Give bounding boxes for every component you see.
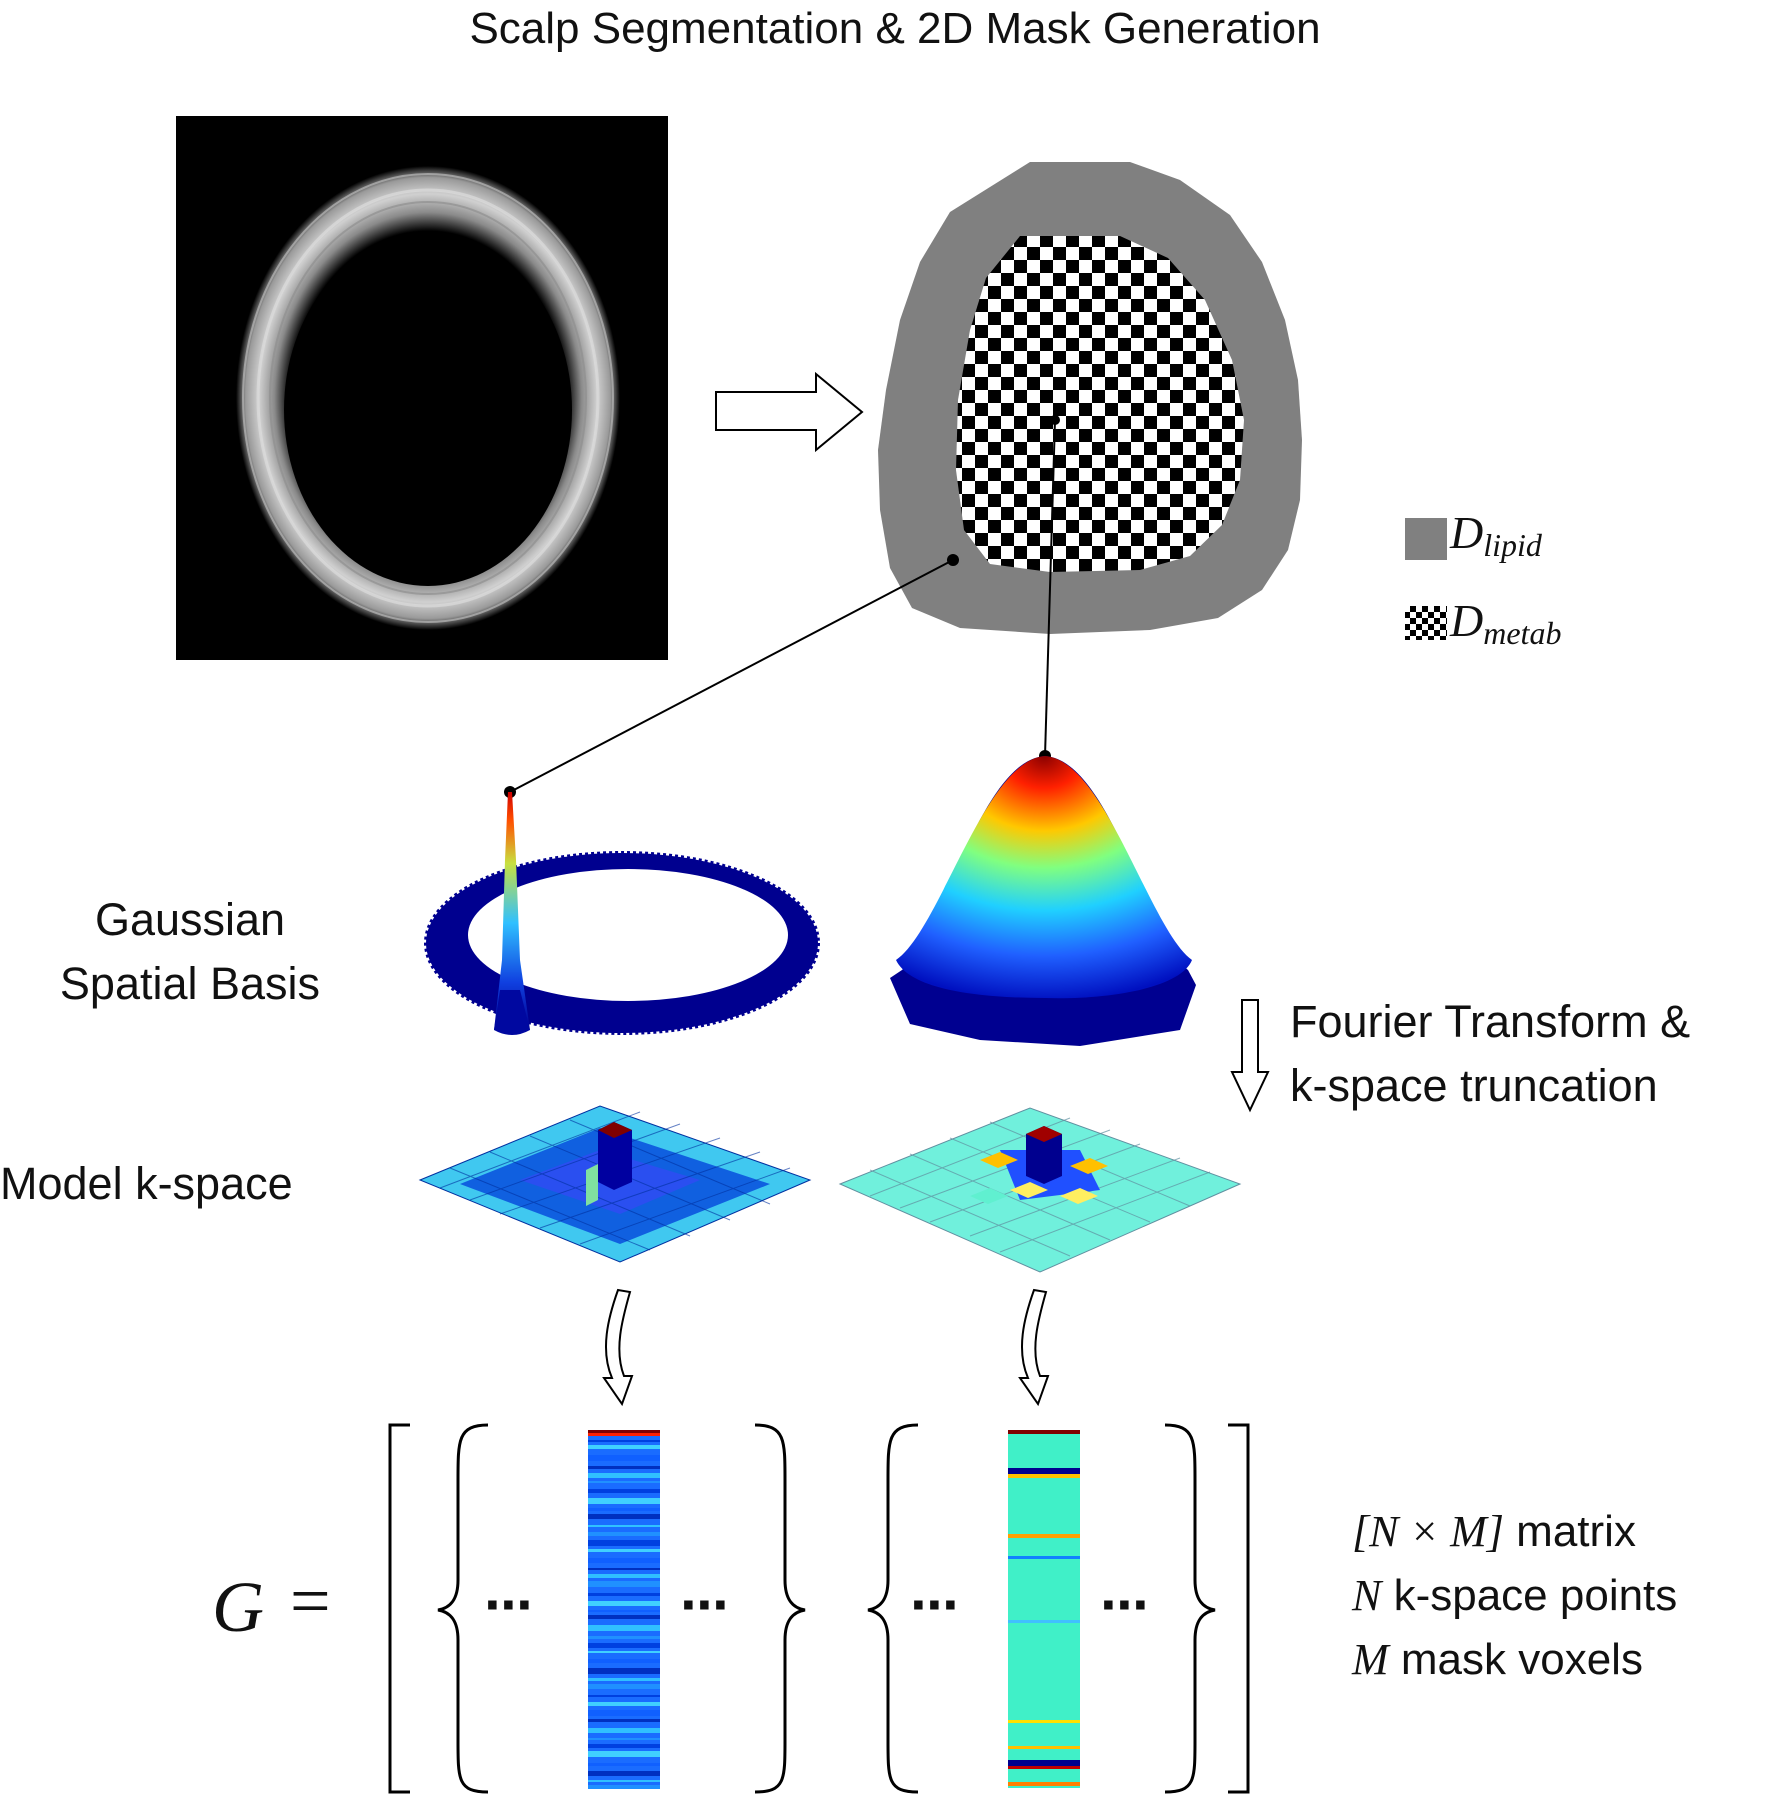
lipid-vector-stripe — [588, 1615, 660, 1619]
metab-connector-dot — [1050, 415, 1060, 425]
lipid-vector-stripe — [588, 1525, 660, 1527]
outer-bracket-right — [1228, 1423, 1250, 1794]
lipid-vector-stripe — [588, 1678, 660, 1681]
lipid-vector-stripe — [588, 1702, 660, 1706]
legend-lipid-swatch — [1405, 518, 1447, 560]
lipid-vector-stripe — [588, 1445, 660, 1449]
equation-lhs: G — [212, 1567, 264, 1647]
brace-left-open — [437, 1423, 489, 1794]
lipid-vector-stripe — [588, 1728, 660, 1733]
matrix-word: matrix — [1503, 1507, 1636, 1556]
kspace-points-text: k-space points — [1381, 1571, 1678, 1620]
model-kspace-label: Model k-space — [0, 1158, 293, 1209]
lipid-vector-stripe — [588, 1625, 660, 1631]
gaussian-label-line1: Gaussian — [94, 894, 286, 945]
lipid-vector-stripe — [588, 1695, 660, 1697]
matrix-info-line1: [N × M] matrix — [1352, 1500, 1677, 1564]
lipid-kspace-plot — [418, 1105, 812, 1263]
legend-lipid-sub: lipid — [1483, 527, 1542, 563]
lipid-vector-stripe — [588, 1751, 660, 1757]
lipid-vector-stripe — [588, 1710, 660, 1716]
lipid-vector-stripe — [588, 1466, 660, 1469]
matrix-dims: [N × M] — [1352, 1507, 1504, 1556]
mri-scalp-image — [176, 116, 668, 660]
lipid-vector-stripe — [588, 1610, 660, 1612]
fourier-label-line2: k-space truncation — [1290, 1060, 1658, 1111]
brace-right-open — [867, 1423, 919, 1794]
gaussian-label: Gaussian Spatial Basis — [20, 888, 360, 1016]
lipid-vector-stripe — [588, 1601, 660, 1606]
metab-connector-line — [1044, 419, 1056, 757]
lipid-vector-stripe — [588, 1498, 660, 1504]
legend-lipid-symbol: D — [1450, 507, 1484, 558]
legend-metab-sub: metab — [1483, 615, 1562, 651]
ellipsis-1: ··· — [484, 1571, 536, 1638]
lipid-vector-stripe — [588, 1744, 660, 1748]
lipid-gaussian-basis — [424, 792, 820, 1035]
hollow-arrow-right-icon — [715, 371, 864, 453]
ellipsis-4: ··· — [1100, 1571, 1152, 1638]
legend-metab-swatch — [1405, 606, 1447, 640]
n-symbol: N — [1352, 1571, 1382, 1620]
lipid-vector-stripe — [588, 1574, 660, 1578]
curved-arrow-right-icon — [1018, 1288, 1050, 1407]
lipid-vector-stripe — [588, 1481, 660, 1483]
lipid-vector-stripe — [588, 1440, 660, 1442]
lipid-connector-dot — [947, 554, 959, 566]
lipid-connector-line — [509, 559, 954, 793]
lipid-vector-stripe — [588, 1668, 660, 1674]
metab-kspace-plot — [838, 1107, 1242, 1273]
lipid-vector-stripe — [588, 1643, 660, 1648]
lipid-vector-stripe — [588, 1771, 660, 1776]
legend-lipid-label: Dlipid — [1450, 506, 1542, 564]
lipid-vector-stripe — [588, 1593, 660, 1596]
gaussian-label-line2: Spatial Basis — [59, 958, 321, 1009]
lipid-vector-stripe — [588, 1558, 660, 1563]
lipid-vector-stripe — [588, 1540, 660, 1546]
lipid-vector-stripe — [588, 1508, 660, 1511]
curved-arrow-left-icon — [602, 1288, 634, 1407]
matrix-info-line3: M mask voxels — [1352, 1628, 1677, 1692]
lipid-vector-stripe — [588, 1763, 660, 1766]
brace-right-close — [1164, 1423, 1216, 1794]
lipid-vector-stripe — [588, 1785, 660, 1789]
mask-voxels-text: mask voxels — [1388, 1635, 1643, 1684]
lipid-vector-stripe — [588, 1455, 660, 1461]
equation-equals: = — [290, 1561, 331, 1641]
ellipsis-3: ··· — [910, 1571, 962, 1638]
fourier-label-line1: Fourier Transform & — [1290, 996, 1691, 1047]
legend-metab-symbol: D — [1450, 595, 1484, 646]
lipid-vector-stripe — [588, 1719, 660, 1722]
lipid-vector-stripe — [588, 1659, 660, 1663]
metab-gaussian-basis — [890, 756, 1196, 1046]
lipid-vector-stripe — [588, 1636, 660, 1639]
m-symbol: M — [1352, 1635, 1389, 1684]
brace-left-close — [754, 1423, 806, 1794]
metab-column-vector — [1008, 1430, 1080, 1788]
fourier-label: Fourier Transform & k-space truncation — [1290, 990, 1690, 1118]
hollow-arrow-down-icon — [1230, 999, 1270, 1113]
lipid-vector-stripe — [588, 1473, 660, 1478]
lipid-vector-stripe — [588, 1514, 660, 1519]
lipid-vector-stripe — [588, 1568, 660, 1570]
lipid-vector-stripe — [588, 1532, 660, 1536]
ellipsis-2: ··· — [680, 1571, 732, 1638]
lipid-vector-stripe — [588, 1684, 660, 1689]
lipid-vector-stripe — [588, 1738, 660, 1740]
lipid-vector-stripe — [588, 1489, 660, 1493]
lipid-vector-stripe — [588, 1651, 660, 1653]
matrix-info: [N × M] matrix N k-space points M mask v… — [1352, 1500, 1677, 1692]
lipid-column-vector — [588, 1430, 660, 1789]
lipid-vector-stripe — [588, 1549, 660, 1552]
mask-2d — [878, 162, 1302, 634]
lipid-vector-stripe — [588, 1780, 660, 1782]
outer-bracket-left — [388, 1423, 410, 1794]
matrix-info-line2: N k-space points — [1352, 1564, 1677, 1628]
legend-metab-label: Dmetab — [1450, 594, 1561, 652]
lipid-vector-stripe — [588, 1581, 660, 1587]
figure-title: Scalp Segmentation & 2D Mask Generation — [469, 4, 1321, 53]
metab-region — [956, 236, 1244, 572]
